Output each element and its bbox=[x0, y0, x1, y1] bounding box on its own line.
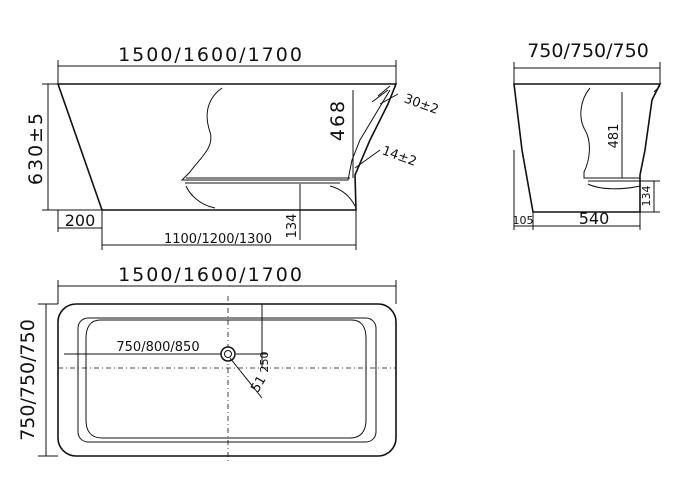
top-drain-position: 750/800/850 bbox=[116, 340, 199, 355]
side-drain-height: 134 bbox=[285, 214, 300, 239]
top-tub-inner-rim bbox=[77, 317, 377, 443]
end-depth: 481 bbox=[607, 124, 622, 149]
side-height: 630±5 bbox=[25, 111, 47, 185]
side-base-length: 1100/1200/1300 bbox=[164, 232, 272, 247]
end-drain-height: 134 bbox=[640, 186, 653, 207]
drain-inner bbox=[224, 350, 232, 358]
side-bottom-angle: 14±2 bbox=[380, 144, 419, 170]
top-drain-offset: 250 bbox=[258, 352, 271, 373]
top-view: 1500/1600/1700 750/750/750 750/800/850 2… bbox=[17, 264, 397, 462]
end-base-width: 540 bbox=[579, 209, 610, 228]
end-tub-outline bbox=[513, 83, 662, 213]
side-tub-outline bbox=[56, 83, 398, 211]
side-inner-cavity bbox=[180, 87, 391, 181]
side-top-angle: 30±2 bbox=[402, 92, 441, 118]
end-inner-cavity bbox=[580, 87, 640, 179]
side-base-offset: 200 bbox=[65, 211, 96, 230]
end-base-offset: 105 bbox=[513, 214, 534, 227]
side-depth: 468 bbox=[327, 99, 349, 141]
top-drain-diameter: 51 bbox=[248, 373, 269, 395]
side-view: 1500/1600/1700 630±5 468 30±2 14±2 200 bbox=[25, 44, 441, 250]
end-width: 750/750/750 bbox=[527, 40, 649, 62]
top-overall-width: 750/750/750 bbox=[17, 319, 39, 441]
drain-outer bbox=[220, 346, 236, 362]
end-view: 750/750/750 481 134 105 540 bbox=[513, 40, 662, 230]
top-overall-length: 1500/1600/1700 bbox=[118, 264, 304, 286]
side-overall-length: 1500/1600/1700 bbox=[118, 44, 304, 66]
top-tub-outline bbox=[57, 303, 397, 457]
top-tub-basin bbox=[85, 319, 367, 439]
